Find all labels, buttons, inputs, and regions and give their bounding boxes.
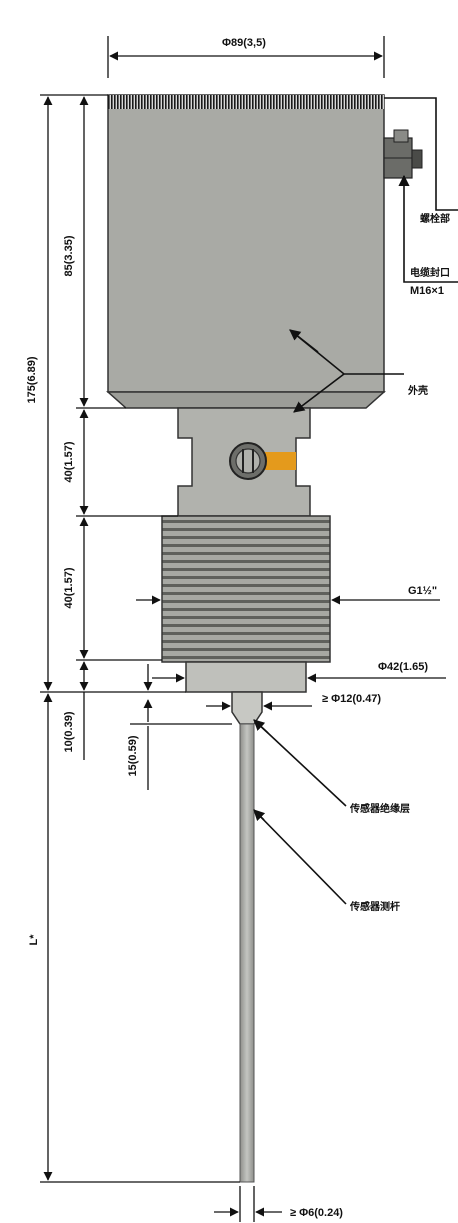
thread-height-label: 40(1.57) bbox=[63, 567, 75, 608]
housing-callout: 外壳 bbox=[407, 384, 428, 397]
cable-thread-callout: M16×1 bbox=[410, 285, 444, 297]
insulator-height-label: 15(0.59) bbox=[127, 735, 139, 776]
flange-diameter-label: Φ42(1.65) bbox=[378, 661, 428, 673]
housing-bevel bbox=[106, 391, 386, 409]
callout-leaders bbox=[253, 97, 458, 905]
measuring-rod bbox=[239, 723, 255, 1183]
housing bbox=[107, 94, 385, 393]
bolt-callout: 螺栓部 bbox=[420, 212, 450, 225]
insulator-diameter-label: ≥ Φ12(0.47) bbox=[322, 693, 381, 705]
sensor-body bbox=[106, 94, 423, 1183]
thread-spec-label: G1½" bbox=[408, 585, 437, 597]
top-diameter-label: Φ89(3,5) bbox=[222, 37, 266, 49]
dimension-lines bbox=[40, 36, 446, 1222]
housing-height-label: 85(3.35) bbox=[63, 235, 75, 276]
total-height-label: 175(6.89) bbox=[26, 356, 38, 403]
screw-icon bbox=[229, 442, 296, 480]
probe-length-label: L* bbox=[28, 934, 40, 946]
insulation-layer-callout: 传感器绝缘层 bbox=[349, 802, 410, 815]
thread-section bbox=[161, 515, 331, 663]
rod-diameter-label: ≥ Φ6(0.24) bbox=[290, 1207, 343, 1219]
measuring-rod-callout: 传感器测杆 bbox=[349, 900, 400, 913]
flange bbox=[185, 661, 307, 693]
cable-gland-icon bbox=[383, 129, 423, 179]
neck-height-label: 40(1.57) bbox=[63, 441, 75, 482]
flange-height-label: 10(0.39) bbox=[63, 711, 75, 752]
housing-knurled-cap bbox=[108, 95, 384, 109]
insulator bbox=[231, 691, 263, 725]
cable-gland-callout: 电缆封口 bbox=[410, 266, 450, 279]
